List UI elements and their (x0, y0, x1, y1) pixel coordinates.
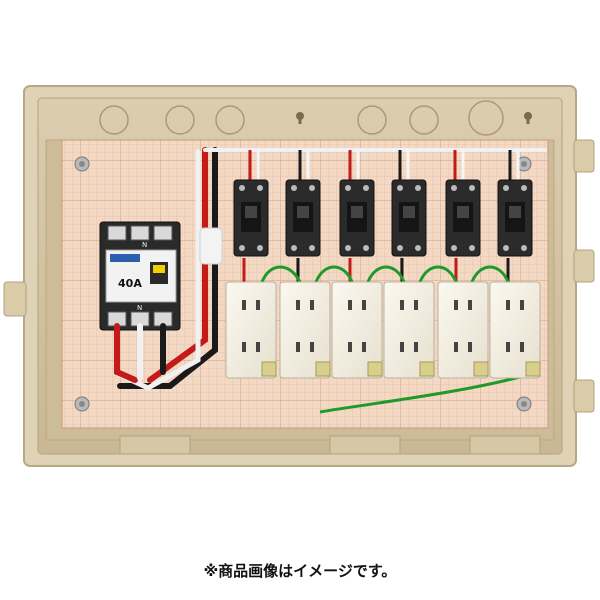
right-mount-tab-middle (573, 249, 595, 283)
breaker-output-wires (114, 323, 166, 383)
breaker-rating-unit: A (133, 277, 142, 290)
branch-switch (339, 179, 375, 257)
right-mount-tab-bottom (573, 379, 595, 413)
svg-text:40A: 40A (118, 277, 142, 290)
breaker-terminals-top (107, 225, 173, 241)
breaker-terminal-label-top: N (142, 241, 147, 249)
plate-screws (74, 156, 532, 412)
duplex-outlet (279, 281, 331, 379)
knockout-holes (99, 100, 504, 136)
left-mount-tab (3, 281, 27, 317)
branch-switch (233, 179, 269, 257)
branch-switches (233, 179, 533, 257)
image-disclaimer-caption: ※商品画像はイメージです。 (203, 562, 397, 580)
branch-switch (285, 179, 321, 257)
branch-switch (497, 179, 533, 257)
branch-switch (445, 179, 481, 257)
branch-switch (391, 179, 427, 257)
test-button (153, 265, 165, 273)
breaker-terminal-label-bottom: N (137, 304, 142, 312)
duplex-outlet (383, 281, 435, 379)
right-mount-tab-top (573, 139, 595, 173)
main-breaker: 40A N N (99, 221, 181, 331)
breaker-terminals-bottom (107, 311, 173, 327)
branch-wires (242, 150, 520, 282)
breaker-rating: 40 (118, 277, 134, 290)
duplex-outlet (489, 281, 541, 379)
duplex-outlet (331, 281, 383, 379)
distribution-board-photo: 40A N N (3, 85, 595, 467)
outlets (225, 281, 541, 379)
duplex-outlet (437, 281, 489, 379)
main-feed-wires (115, 147, 547, 391)
duplex-outlet (225, 281, 277, 379)
ground-jumpers (260, 265, 539, 414)
